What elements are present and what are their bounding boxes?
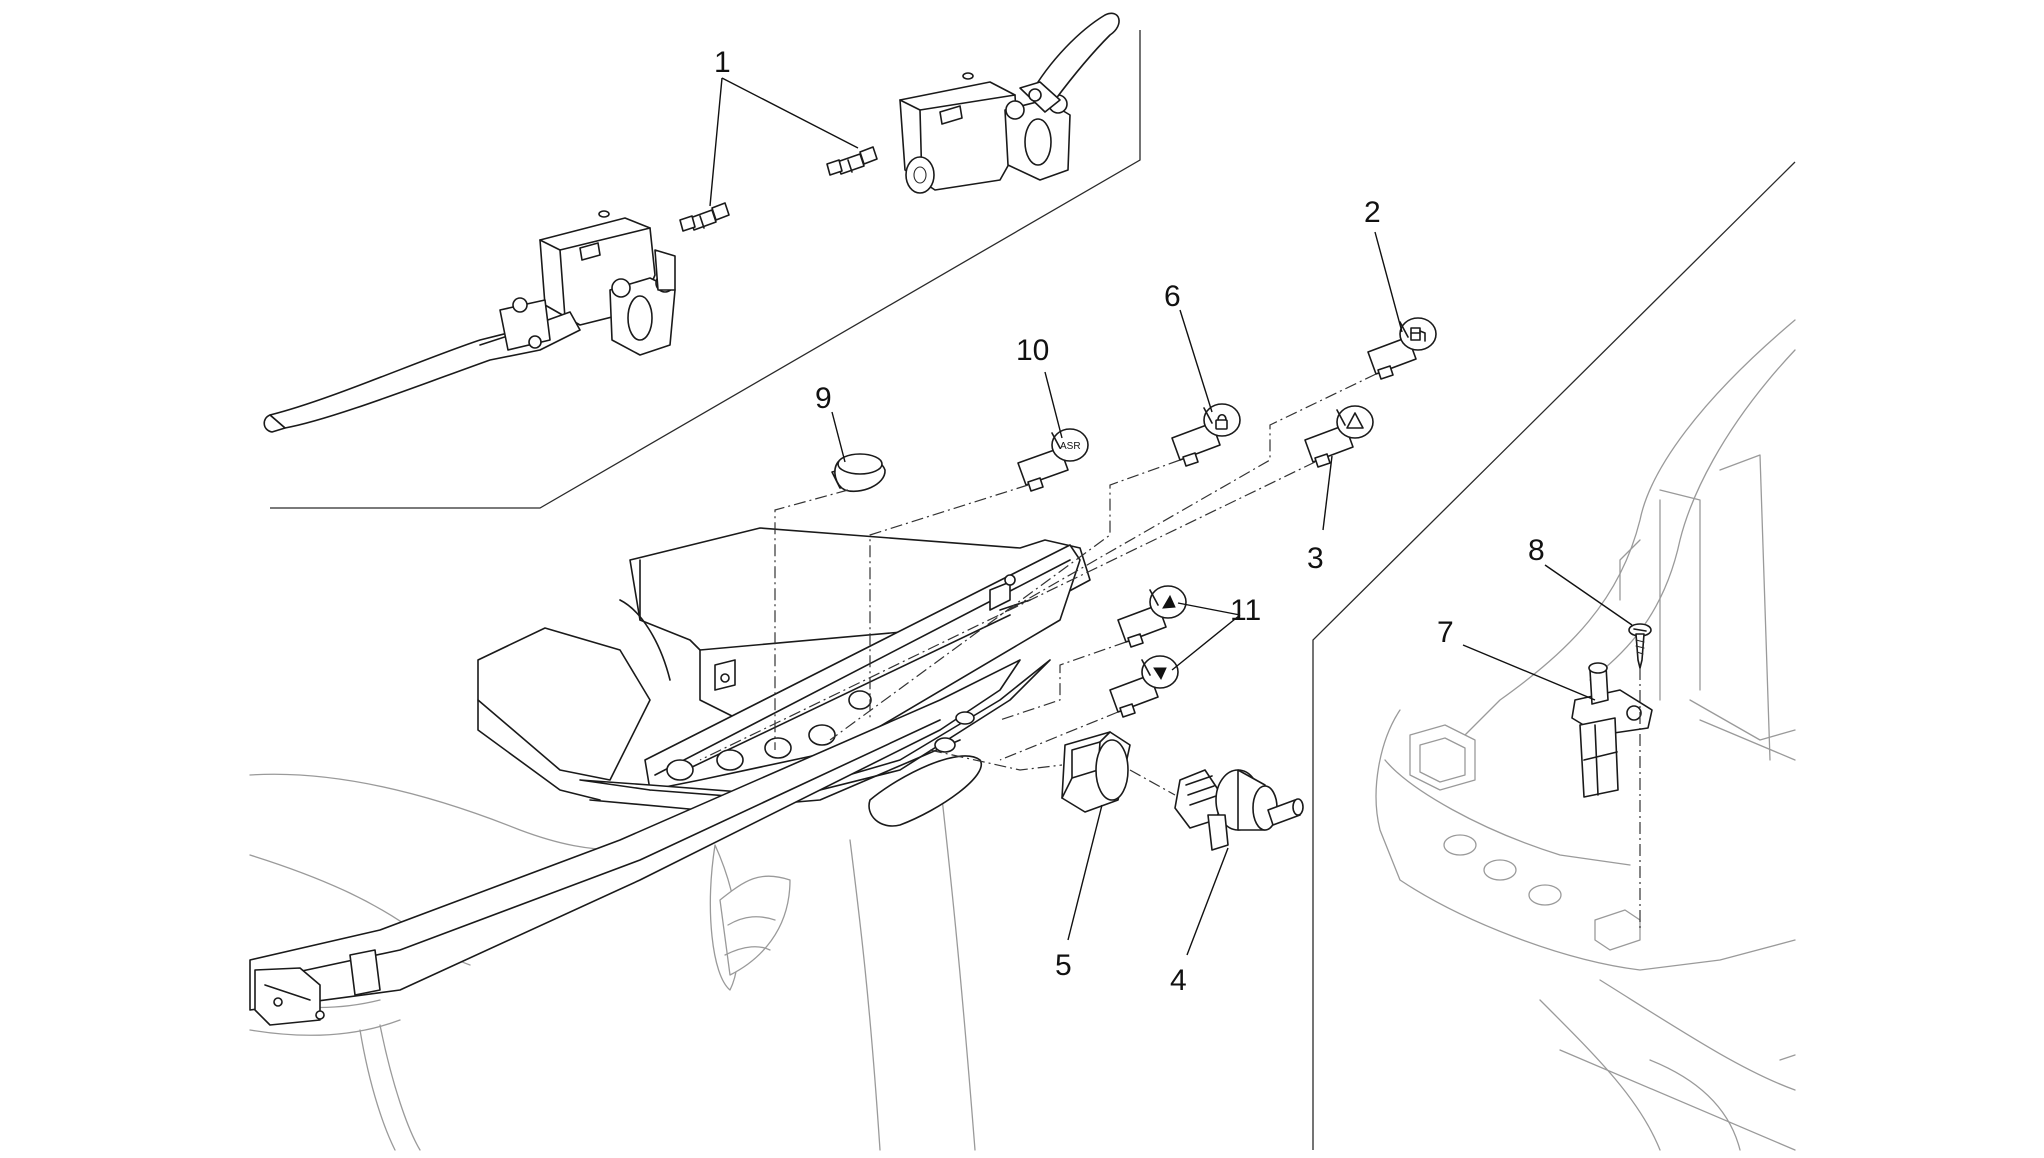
handlebar-cover-ghost: [249, 773, 976, 1151]
dashboard-panel: [249, 527, 1091, 1026]
asr-button: ASR: [1017, 428, 1089, 492]
stop-switch-1a: [679, 202, 730, 232]
up-arrow-button: [1117, 585, 1187, 648]
switch-body: [1174, 769, 1304, 851]
callout-7: 7: [1437, 616, 1454, 649]
padlock-icon: [1215, 413, 1228, 430]
stop-switch-1b: [826, 146, 878, 176]
brake-lever-right: [899, 12, 1120, 194]
frame-lines: [270, 30, 1796, 1150]
hazard-triangle-icon: [1346, 412, 1364, 429]
callout-1: 1: [714, 46, 731, 79]
callout-2: 2: [1364, 196, 1381, 229]
down-arrow-button: [1109, 655, 1179, 718]
lock-button: [1171, 403, 1241, 467]
asr-label: ASR: [1060, 441, 1081, 452]
brake-lever-left: [263, 210, 676, 433]
callout-9: 9: [815, 382, 832, 415]
arrow-up-icon: [1162, 594, 1176, 609]
callout-labels: 1 2 3 4 5 6 7 8 9 10 11: [714, 46, 1545, 997]
screw: [1628, 623, 1652, 669]
arrow-down-icon: [1153, 667, 1167, 681]
hazard-button: [1304, 405, 1374, 468]
callout-11: 11: [1230, 594, 1261, 627]
callout-6: 6: [1164, 280, 1181, 313]
rubber-boot: [1061, 731, 1131, 813]
callout-3: 3: [1307, 542, 1324, 575]
fuel-pump-icon: [1410, 327, 1426, 342]
blank-cap: [831, 453, 886, 492]
leader-lines: [709, 77, 1633, 956]
assembly-lines: [699, 373, 1641, 930]
callout-4: 4: [1170, 964, 1187, 997]
fuel-button: [1367, 317, 1437, 380]
callout-5: 5: [1055, 949, 1072, 982]
callout-10: 10: [1016, 334, 1049, 367]
storage-compartment-ghost: [1375, 319, 1796, 1151]
compartment-switch: [1571, 662, 1653, 798]
callout-8: 8: [1528, 534, 1545, 567]
